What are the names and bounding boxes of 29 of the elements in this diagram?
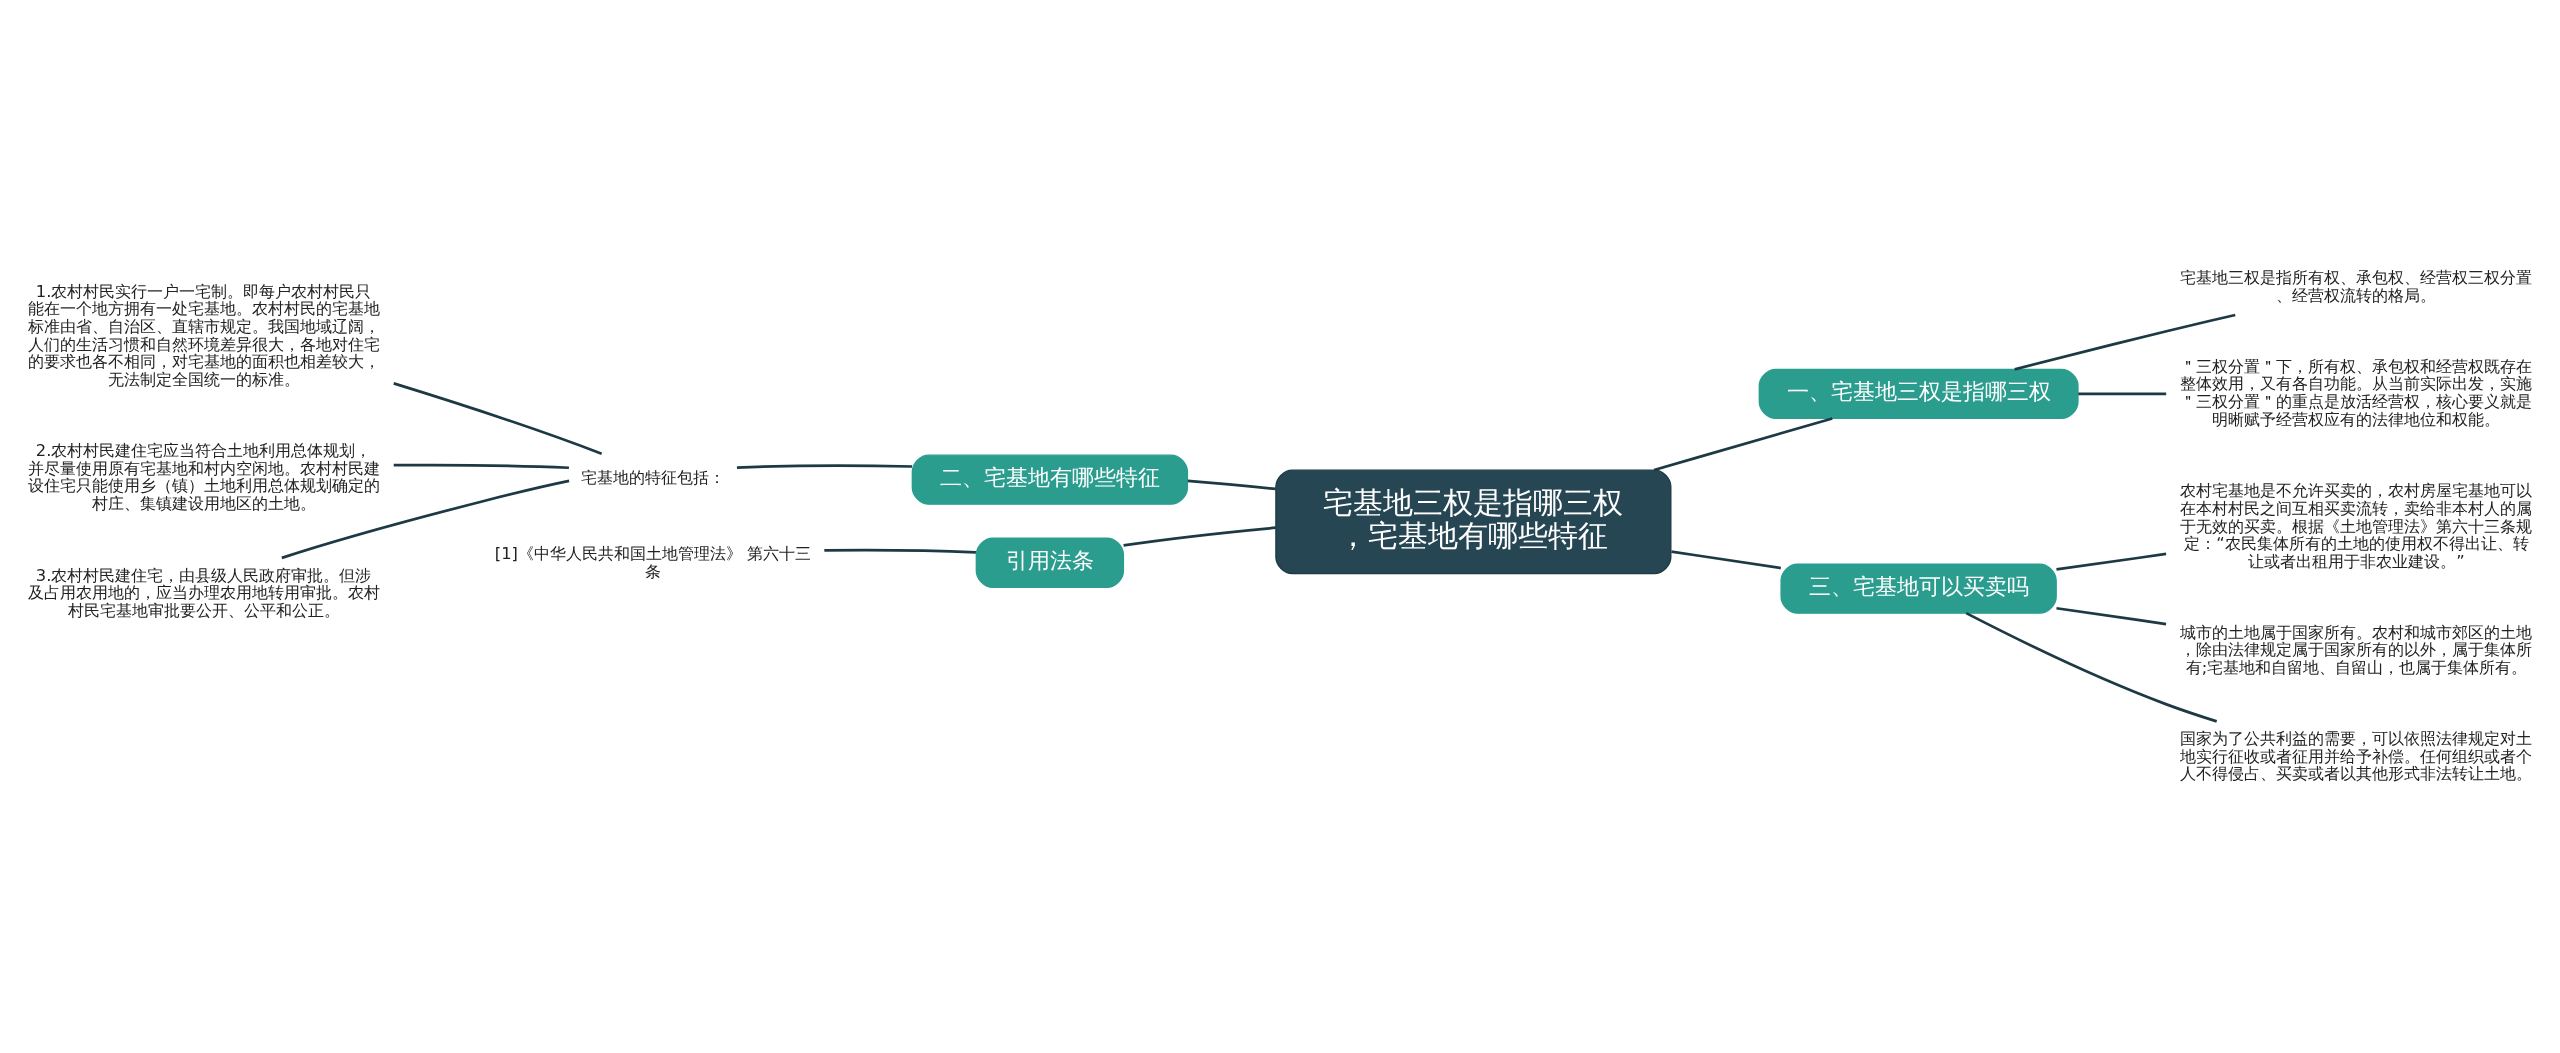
connector bbox=[1123, 525, 1276, 547]
node-text: 宅基地的特征包括： bbox=[580, 467, 725, 487]
node-text: 1.农村村民实行一户一宅制。即每户农村村民只能在一个地方拥有一处宅基地。农村村民的宅基地标准由省、自治区、直辖市规定。我国地域辽阔，人们的生活习惯和自然环境差异很大，各地对住宅的要求也各不相同，对宅基地的面积也相差较大，无法制定全国统一的标准。 bbox=[27, 281, 380, 389]
connector bbox=[2078, 392, 2167, 395]
node-text: 城市的土地属于国家所有。农村和城市郊区的土地，除由法律规定属于国家所有的以外，属于集体所有;宅基地和自留地、自留山，也属于集体所有。 bbox=[2180, 622, 2533, 677]
node-box: 引用法条 bbox=[975, 537, 1125, 588]
connector bbox=[2014, 313, 2236, 371]
node-text: 宅基地三权是指所有权、承包权、经营权三权分置、经营权流转的格局。 bbox=[2180, 267, 2533, 305]
connector bbox=[393, 381, 603, 455]
node-box: 一、宅基地三权是指哪三权 bbox=[1758, 368, 2079, 419]
connector bbox=[1653, 416, 1833, 471]
node-text: [1]《中华人民共和国土地管理法》 第六十三条 bbox=[494, 543, 812, 581]
connector bbox=[824, 548, 976, 554]
node-text: ＂三权分置＂下，所有权、承包权和经营权既存在整体效用，又有各自功能。从当前实际出发，实施＂三权分置＂的重点是放活经营权，核心要义就是明晰赋予经营权应有的法律地位和权能。 bbox=[2180, 356, 2533, 429]
connector bbox=[1671, 549, 1781, 569]
node-box: 二、宅基地有哪些特征 bbox=[911, 454, 1189, 505]
connector bbox=[1965, 611, 2218, 723]
connector bbox=[281, 479, 570, 559]
node-text: 国家为了公共利益的需要，可以依照法律规定对土地实行征收或者征用并给予补偿。任何组织或者个人不得侵占、买卖或者以其他形式非法转让土地。 bbox=[2180, 728, 2533, 783]
connector bbox=[736, 463, 913, 469]
connector bbox=[393, 463, 569, 469]
node-text: 2.农村村民建住宅应当符合土地利用总体规划，并尽量使用原有宅基地和村内空闲地。农村村民建设住宅只能使用乡（镇）土地利用总体规划确定的村庄、集镇建设用地区的土地。 bbox=[27, 440, 380, 513]
node-box: 三、宅基地可以买卖吗 bbox=[1780, 562, 2057, 614]
node-box: 宅基地三权是指哪三权，宅基地有哪些特征 bbox=[1275, 468, 1672, 574]
connector bbox=[1187, 479, 1276, 490]
connector bbox=[2056, 606, 2167, 625]
node-text: 农村宅基地是不允许买卖的，农村房屋宅基地可以在本村村民之间互相买卖流转，卖给非本村人的属于无效的买卖。根据《土地管理法》第六十三条规定：“农民集体所有的土地的使用权不得出让、转让或者出租用于非农业建设。” bbox=[2180, 480, 2533, 571]
node-text: 3.农村村民建住宅，由县级人民政府审批。但涉及占用农用地的，应当办理农用地转用审批。农村村民宅基地审批要公开、公平和公正。 bbox=[27, 565, 380, 620]
connector bbox=[2056, 552, 2167, 571]
